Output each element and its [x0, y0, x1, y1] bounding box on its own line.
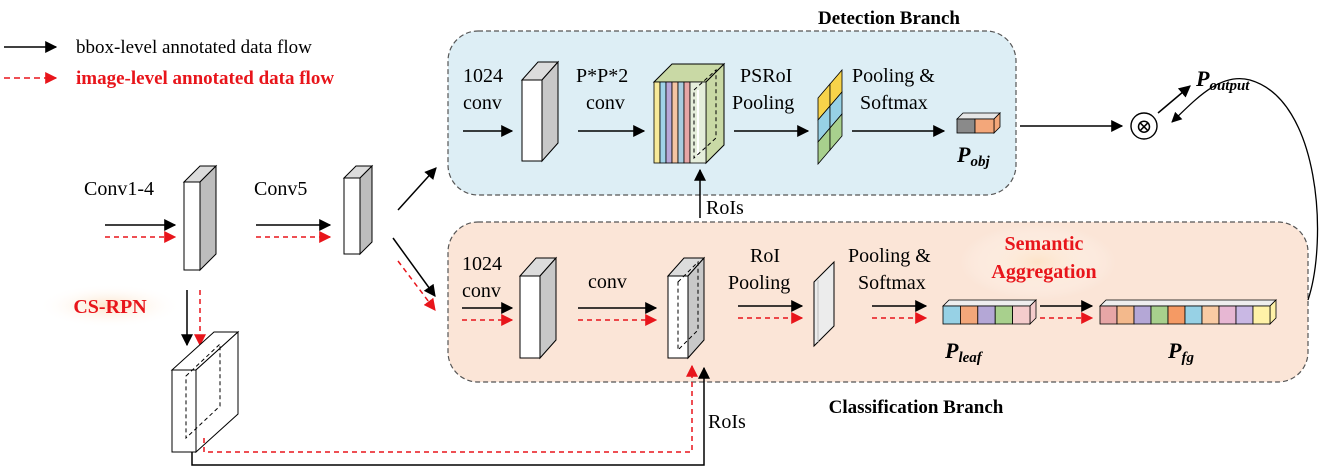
- p-obj-label: Pobj: [956, 142, 990, 170]
- multiply-node: [1130, 112, 1158, 140]
- cls-roi-pooling-label: Pooling: [728, 272, 790, 294]
- conv1-4-label: Conv1-4: [84, 178, 154, 200]
- output-arrow: [1157, 85, 1191, 114]
- to-detection-arrow: [397, 167, 437, 211]
- det-softmax-label: Softmax: [860, 92, 928, 114]
- p-output-label: Poutput: [1195, 66, 1250, 94]
- detection-branch-title: Detection Branch: [818, 8, 960, 29]
- p-fg-vector: [1099, 299, 1277, 325]
- rois-bottom-label: RoIs: [708, 411, 746, 433]
- det-pp2-conv-label: conv: [586, 92, 625, 114]
- legend-bbox-flow: bbox-level annotated data flow: [76, 37, 312, 58]
- conv5-feature-map: [342, 164, 374, 256]
- det-conv-label: conv: [463, 92, 502, 114]
- classification-branch-title: Classification Branch: [829, 397, 1004, 418]
- detection-branch-box: [447, 30, 1017, 196]
- cls-conv2-label: conv: [588, 271, 627, 293]
- det-psroi-label: PSRoI: [740, 65, 792, 87]
- p-leaf-label: Pleaf: [944, 338, 984, 366]
- to-classification-red-arrow: [397, 260, 436, 311]
- p-obj-vector: [956, 112, 1001, 134]
- det-psroi-pooling-label: Pooling: [732, 92, 794, 114]
- rois-black-path: [191, 366, 710, 466]
- to-classification-black-arrow: [392, 237, 436, 297]
- p-fg-label: Pfg: [1167, 338, 1194, 366]
- cs-rpn-label: CS-RPN: [73, 296, 147, 318]
- cls-conv-feature-map: [666, 256, 706, 360]
- multiply-symbol: ⊗: [1136, 116, 1153, 138]
- det-1024-feature-map: [520, 60, 560, 163]
- conv5-label: Conv5: [254, 178, 307, 200]
- cls-roi-pooled-map: [813, 260, 835, 348]
- psroi-pooled-grid: [817, 68, 843, 166]
- cls-pool-label: Pooling &: [848, 245, 931, 267]
- legend-image-flow: image-level annotated data flow: [76, 68, 334, 89]
- cls-softmax-label: Softmax: [858, 272, 926, 294]
- position-sensitive-score-maps: [652, 62, 726, 165]
- rois-red-path: [203, 364, 698, 453]
- det-1024-label: 1024: [463, 65, 503, 87]
- p-leaf-vector: [942, 299, 1037, 325]
- cls-roi-label: RoI: [750, 245, 780, 267]
- cs-rpn-glow: [38, 284, 182, 328]
- legend: bbox-level annotated data flow image-lev…: [4, 37, 334, 89]
- fg-to-output-curve: [1171, 78, 1319, 301]
- aggregation-label: Aggregation: [991, 261, 1096, 283]
- rois-top-label: RoIs: [706, 197, 744, 219]
- det-pool-label: Pooling &: [852, 65, 935, 87]
- cls-conv-label: conv: [462, 280, 501, 302]
- semantic-label: Semantic: [1005, 233, 1084, 255]
- rpn-proposal-map: [170, 330, 240, 454]
- det-pp2-label: P*P*2: [576, 65, 628, 87]
- cls-1024-feature-map: [518, 256, 558, 360]
- semantic-aggregation-glow: [960, 224, 1116, 300]
- cls-1024-label: 1024: [462, 253, 502, 275]
- conv1-4-feature-map: [182, 164, 218, 272]
